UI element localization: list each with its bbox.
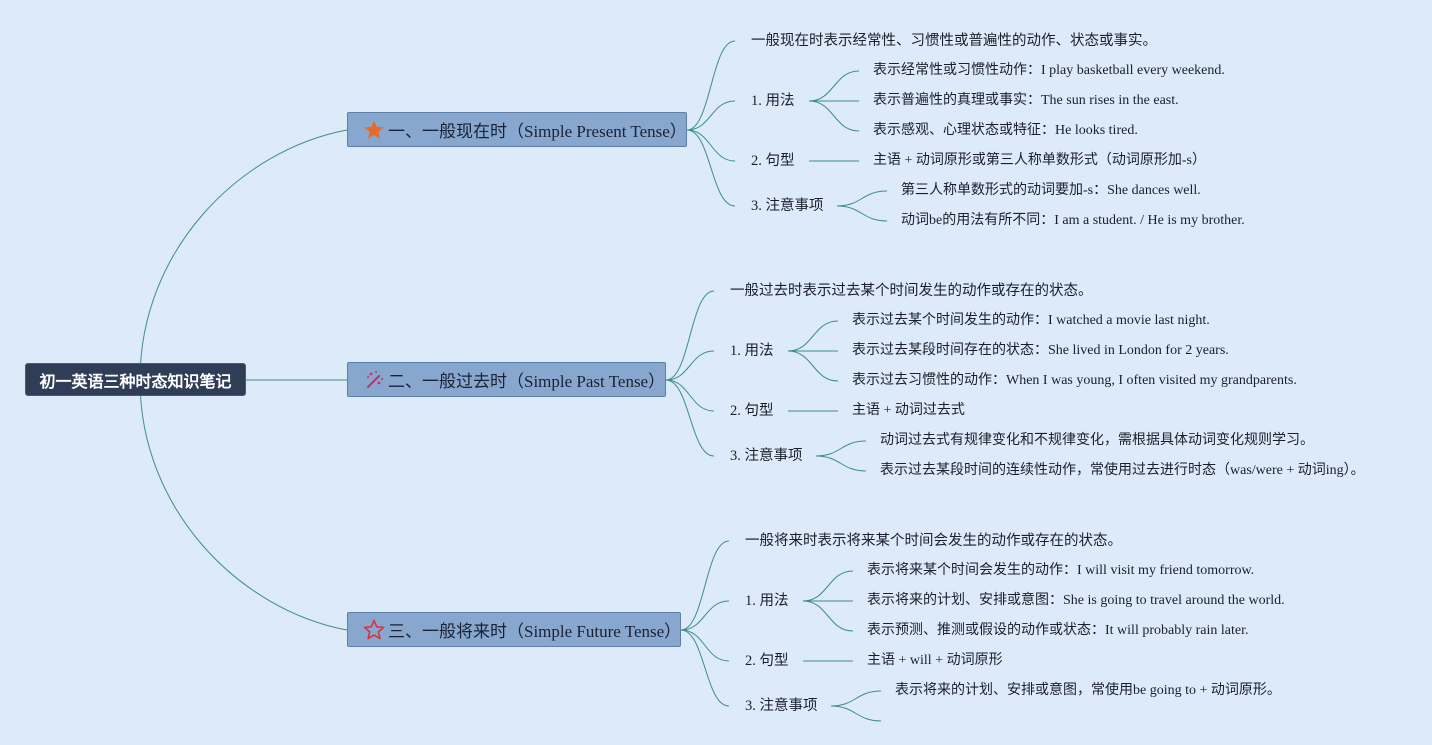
connector-line bbox=[787, 350, 839, 382]
branch-title: 三、一般将来时（Simple Future Tense） bbox=[388, 622, 682, 641]
connector-line bbox=[830, 705, 882, 722]
branch-simple-future[interactable]: 三、一般将来时（Simple Future Tense） bbox=[347, 612, 681, 647]
connector-line bbox=[808, 70, 860, 102]
branch-simple-present[interactable]: 一、一般现在时（Simple Present Tense） bbox=[347, 112, 687, 147]
pattern-label[interactable]: 2. 句型 bbox=[745, 653, 789, 669]
note-item[interactable]: 表示过去某段时间的连续性动作，常使用过去进行时态（was/were + 动词in… bbox=[880, 463, 1365, 478]
notes-label[interactable]: 3. 注意事项 bbox=[751, 198, 824, 214]
notes-label[interactable]: 3. 注意事项 bbox=[730, 448, 803, 464]
connector-line bbox=[787, 320, 839, 352]
pattern-text[interactable]: 主语 + 动词原形或第三人称单数形式（动词原形加-s） bbox=[873, 153, 1207, 168]
connector-line bbox=[680, 540, 730, 631]
notes-label[interactable]: 3. 注意事项 bbox=[745, 698, 818, 714]
usage-label[interactable]: 1. 用法 bbox=[730, 343, 774, 359]
connector-line bbox=[665, 350, 715, 381]
connector-line bbox=[830, 690, 882, 707]
pattern-text[interactable]: 主语 + 动词过去式 bbox=[852, 403, 965, 418]
connector-line bbox=[665, 379, 715, 412]
note-item[interactable]: 第三人称单数形式的动词要加-s：She dances well. bbox=[901, 183, 1201, 198]
usage-item[interactable]: 表示过去习惯性的动作：When I was young, I often vis… bbox=[852, 373, 1297, 388]
connector-line bbox=[680, 629, 730, 662]
note-item[interactable]: 动词过去式有规律变化和不规律变化，需根据具体动词变化规则学习。 bbox=[880, 433, 1314, 448]
intro-text[interactable]: 一般过去时表示过去某个时间发生的动作或存在的状态。 bbox=[730, 283, 1093, 299]
note-item[interactable]: 动词be的用法有所不同：I am a student. / He is my b… bbox=[901, 213, 1245, 228]
usage-item[interactable]: 表示过去某段时间存在的状态：She lived in London for 2 … bbox=[852, 343, 1229, 358]
connector-line bbox=[686, 129, 736, 162]
connector-line bbox=[665, 290, 715, 381]
usage-item[interactable]: 表示感观、心理状态或特征：He looks tired. bbox=[873, 123, 1138, 138]
connector-line bbox=[139, 379, 348, 631]
connector-line bbox=[139, 129, 348, 381]
connector-line bbox=[836, 205, 888, 222]
root-topic[interactable]: 初一英语三种时态知识笔记 bbox=[25, 363, 246, 396]
usage-item[interactable]: 表示过去某个时间发生的动作：I watched a movie last nig… bbox=[852, 313, 1210, 328]
connector-line bbox=[808, 100, 860, 132]
connector-line bbox=[680, 600, 730, 631]
usage-item[interactable]: 表示普遍性的真理或事实：The sun rises in the east. bbox=[873, 93, 1179, 108]
connector-line bbox=[815, 440, 867, 457]
connector-line bbox=[686, 40, 736, 131]
connector-line bbox=[680, 629, 730, 707]
intro-text[interactable]: 一般将来时表示将来某个时间会发生的动作或存在的状态。 bbox=[745, 533, 1122, 549]
connector-line bbox=[686, 129, 736, 207]
intro-text[interactable]: 一般现在时表示经常性、习惯性或普遍性的动作、状态或事实。 bbox=[751, 33, 1157, 49]
usage-item[interactable]: 表示经常性或习惯性动作：I play basketball every week… bbox=[873, 63, 1225, 78]
red-outline-star-icon bbox=[362, 618, 386, 642]
magic-wand-icon bbox=[362, 368, 386, 392]
connector-line bbox=[836, 190, 888, 207]
connector-line bbox=[665, 379, 715, 457]
branch-title: 二、一般过去时（Simple Past Tense） bbox=[388, 372, 666, 391]
branch-title: 一、一般现在时（Simple Present Tense） bbox=[388, 122, 687, 141]
usage-label[interactable]: 1. 用法 bbox=[745, 593, 789, 609]
orange-star-icon bbox=[362, 118, 386, 142]
note-item[interactable]: 表示将来的计划、安排或意图，常使用be going to + 动词原形。 bbox=[895, 683, 1281, 698]
usage-item[interactable]: 表示将来的计划、安排或意图：She is going to travel aro… bbox=[867, 593, 1285, 608]
connector-line bbox=[802, 600, 854, 632]
branch-simple-past[interactable]: 二、一般过去时（Simple Past Tense） bbox=[347, 362, 666, 397]
pattern-label[interactable]: 2. 句型 bbox=[730, 403, 774, 419]
usage-item[interactable]: 表示将来某个时间会发生的动作：I will visit my friend to… bbox=[867, 563, 1255, 578]
usage-label[interactable]: 1. 用法 bbox=[751, 93, 795, 109]
pattern-label[interactable]: 2. 句型 bbox=[751, 153, 795, 169]
connector-line bbox=[802, 570, 854, 602]
usage-item[interactable]: 表示预测、推测或假设的动作或状态：It will probably rain l… bbox=[867, 623, 1249, 638]
connector-line bbox=[686, 100, 736, 131]
connector-line bbox=[815, 455, 867, 472]
pattern-text[interactable]: 主语 + will + 动词原形 bbox=[867, 653, 1003, 668]
